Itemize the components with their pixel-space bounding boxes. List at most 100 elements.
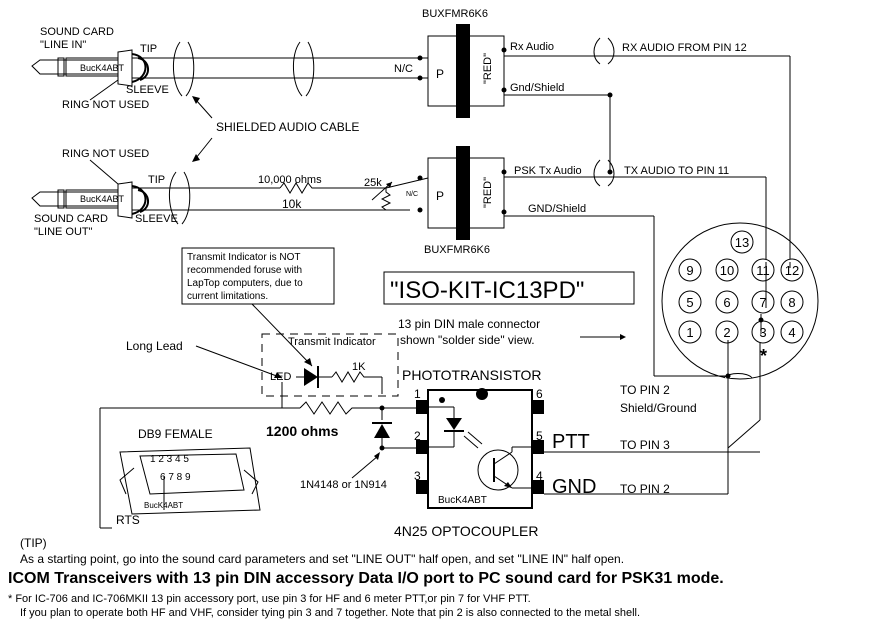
shield-loop-icon [169, 171, 191, 225]
footnote-1: * For IC-706 and IC-706MKII 13 pin acces… [8, 593, 531, 605]
resistor-10k [279, 182, 386, 194]
transmit-indicator-box [261, 333, 399, 397]
plug-brand-label-2: BucK4ABT [80, 194, 125, 204]
rx-audio-label: Rx Audio [510, 41, 554, 53]
transmit-note-1: Transmit Indicator is NOT [187, 252, 301, 263]
transmit-note-2: recommended foruse with [187, 265, 302, 276]
resistor-10k-label: 10k [282, 197, 302, 211]
primary-label-1: P [436, 67, 444, 81]
psk-tx-audio-label: PSK Tx Audio [514, 165, 582, 177]
resistor-1k-label: 1K [352, 361, 366, 373]
resistor-1200-label: 1200 ohms [266, 423, 339, 439]
to-pin2-label: TO PIN 2 [620, 482, 670, 496]
sound-card-label-2: SOUND CARD [34, 213, 108, 225]
din-pin-10 [715, 258, 739, 282]
optocoupler-label: 4N25 OPTOCOUPLER [394, 523, 538, 539]
shield-loop-icon [593, 37, 615, 65]
din-pin-label-3: 3 [759, 325, 766, 340]
shield-loop-icon [293, 41, 315, 97]
to-pin2-shield-label-2: Shield/Ground [620, 401, 697, 415]
red-label-2: "RED" [482, 177, 494, 208]
pot-25k-label: 25k [364, 177, 382, 189]
resistor-1200 [299, 401, 416, 415]
to-pin3-label: TO PIN 3 [620, 438, 670, 452]
transmit-note-3: LapTop computers, due to [187, 278, 303, 289]
din-pin-label-1: 1 [686, 325, 693, 340]
transmit-indicator-label: Transmit Indicator [288, 336, 376, 348]
phototransistor-label: PHOTOTRANSISTOR [402, 367, 542, 383]
opto-pin-2: 2 [414, 429, 421, 443]
din-pin-11 [751, 258, 775, 282]
resistor-10000-label: 10,000 ohms [258, 174, 322, 186]
sleeve-label-1: SLEEVE [126, 84, 169, 96]
tip-label-1: TIP [140, 43, 157, 55]
diode-icon [374, 424, 390, 438]
red-label-1: "RED" [482, 53, 494, 84]
din-pin-4 [780, 320, 804, 344]
line-out-label: "LINE OUT" [34, 226, 93, 238]
din-pin-label-4: 4 [788, 325, 795, 340]
headline: ICOM Transceivers with 13 pin DIN access… [8, 570, 724, 587]
footnote-2: If you plan to operate both HF and VHF, … [20, 607, 640, 619]
opto-pin-1: 1 [414, 387, 421, 401]
transformer-top [410, 24, 507, 118]
long-lead-label: Long Lead [126, 339, 183, 353]
din-pin-label-2: 2 [723, 325, 730, 340]
db9-female-connector [119, 447, 261, 515]
line-in-plug [31, 49, 420, 87]
transmit-note-4: current limitations. [187, 291, 268, 302]
gnd-shield-label-2: GND/Shield [528, 203, 586, 215]
sleeve-label-2: SLEEVE [135, 213, 178, 225]
to-pin2-shield-label-1: TO PIN 2 [620, 383, 670, 397]
kit-title: "ISO-KIT-IC13PD" [390, 277, 584, 304]
db9-brand-label: BucK4ABT [144, 501, 183, 510]
transmit-note-box [181, 247, 335, 305]
led-icon [304, 368, 318, 386]
opto-brand-label: BucK4ABT [438, 495, 487, 506]
opto-pin-4: 4 [536, 469, 543, 483]
rx-audio-from-pin-label: RX AUDIO FROM PIN 12 [622, 42, 747, 54]
din-pin-12 [780, 258, 804, 282]
din-pin-label-5: 5 [686, 295, 693, 310]
din-pin-label-10: 10 [720, 263, 734, 278]
din-pin-2 [715, 320, 739, 344]
potentiometer-25k [380, 188, 392, 211]
sound-card-label-1: SOUND CARD [40, 26, 114, 38]
db9-label: DB9 FEMALE [138, 427, 213, 441]
tip-label-2: TIP [148, 174, 165, 186]
gnd-label: GND [552, 476, 596, 498]
din-pin-label-12: 12 [785, 263, 799, 278]
line-in-label: "LINE IN" [40, 39, 86, 51]
ring-not-used-label-1: RING NOT USED [62, 99, 149, 111]
din-pin-label-6: 6 [723, 295, 730, 310]
db9-pins-bottom: 6 7 8 9 [160, 472, 191, 483]
din-pin-9 [678, 258, 702, 282]
din-pin-5 [678, 290, 702, 314]
kit-title-box [383, 271, 635, 305]
diode-part-label: 1N4148 or 1N914 [300, 479, 387, 491]
din-pin-8 [780, 290, 804, 314]
asterisk-mark: * [760, 346, 767, 366]
din-pin-7 [751, 290, 775, 314]
nc-label-2: N/C [406, 191, 418, 198]
din-pin-13 [730, 230, 754, 254]
gnd-shield-label-1: Gnd/Shield [510, 82, 564, 94]
optocoupler-4n25 [416, 388, 544, 509]
db9-pins-top: 1 2 3 4 5 [150, 454, 189, 465]
tip-text: As a starting point, go into the sound c… [20, 552, 624, 566]
ptt-label: PTT [552, 431, 590, 453]
shield-loop-icon [593, 159, 615, 187]
din-caption-2: shown "solder side" view. [400, 333, 535, 347]
opto-pin-5: 5 [536, 429, 543, 443]
opto-pin-3: 3 [414, 469, 421, 483]
opto-pin-6: 6 [536, 387, 543, 401]
rts-label: RTS [116, 513, 140, 527]
din-pin-6 [715, 290, 739, 314]
plug-brand-label-1: BucK4ABT [80, 63, 125, 73]
line-out-plug [31, 181, 410, 219]
ring-not-used-label-2: RING NOT USED [62, 148, 149, 160]
din-pin-label-13: 13 [735, 235, 749, 250]
